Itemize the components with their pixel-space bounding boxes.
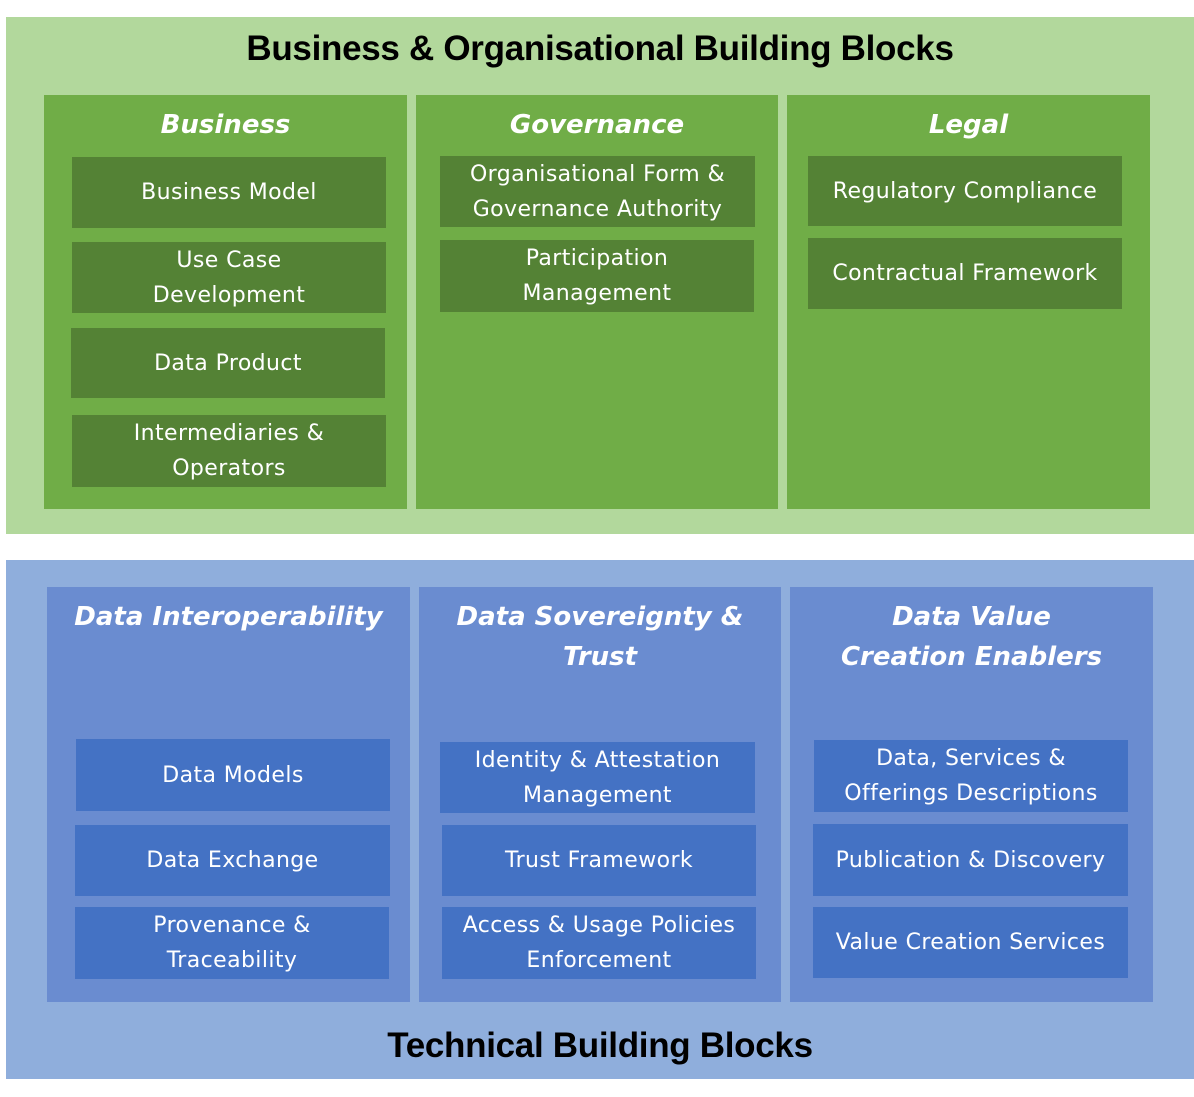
- contractual-framework-block: Contractual Framework: [808, 238, 1122, 309]
- regulatory-compliance-block: Regulatory Compliance: [808, 156, 1122, 226]
- data-interoperability-column: Data Interoperability Data Models Data E…: [47, 587, 410, 1002]
- data-models-block: Data Models: [76, 739, 390, 811]
- intermediaries-operators-block: Intermediaries & Operators: [72, 415, 386, 487]
- use-case-development-block: Use Case Development: [72, 242, 386, 313]
- value-creation-services-block: Value Creation Services: [813, 907, 1128, 978]
- provenance-traceability-block: Provenance & Traceability: [75, 907, 389, 979]
- data-services-offerings-block: Data, Services & Offerings Descriptions: [814, 740, 1128, 812]
- technical-section: Data Interoperability Data Models Data E…: [6, 560, 1194, 1079]
- data-value-creation-enablers-column: Data Value Creation Enablers Data, Servi…: [790, 587, 1153, 1002]
- organisational-form-governance-block: Organisational Form & Governance Authori…: [440, 156, 755, 227]
- business-model-block: Business Model: [72, 157, 386, 228]
- legal-column: Legal Regulatory Compliance Contractual …: [787, 95, 1150, 509]
- business-column: Business Business Model Use Case Develop…: [44, 95, 407, 509]
- participation-management-block: Participation Management: [440, 240, 754, 312]
- legal-column-title: Legal: [928, 110, 1009, 140]
- business-column-title: Business: [160, 110, 291, 140]
- data-sovereignty-trust-column: Data Sovereignty & Trust Identity & Atte…: [419, 587, 781, 1002]
- governance-column-title: Governance: [509, 110, 685, 140]
- data-product-block: Data Product: [71, 328, 385, 398]
- trust-framework-block: Trust Framework: [442, 825, 756, 896]
- governance-column: Governance Organisational Form & Governa…: [416, 95, 778, 509]
- data-sovereignty-trust-column-title: Data Sovereignty & Trust: [456, 602, 744, 672]
- business-section-title: Business & Organisational Building Block…: [246, 29, 954, 68]
- data-exchange-block: Data Exchange: [75, 825, 390, 896]
- access-usage-policies-block: Access & Usage Policies Enforcement: [442, 907, 756, 979]
- data-value-creation-enablers-column-title: Data Value Creation Enablers: [840, 602, 1103, 672]
- identity-attestation-management-block: Identity & Attestation Management: [440, 742, 755, 813]
- data-interoperability-column-title: Data Interoperability: [74, 602, 383, 632]
- publication-discovery-block: Publication & Discovery: [813, 824, 1128, 896]
- business-organisational-section: Business & Organisational Building Block…: [6, 17, 1194, 534]
- technical-section-title: Technical Building Blocks: [387, 1026, 813, 1065]
